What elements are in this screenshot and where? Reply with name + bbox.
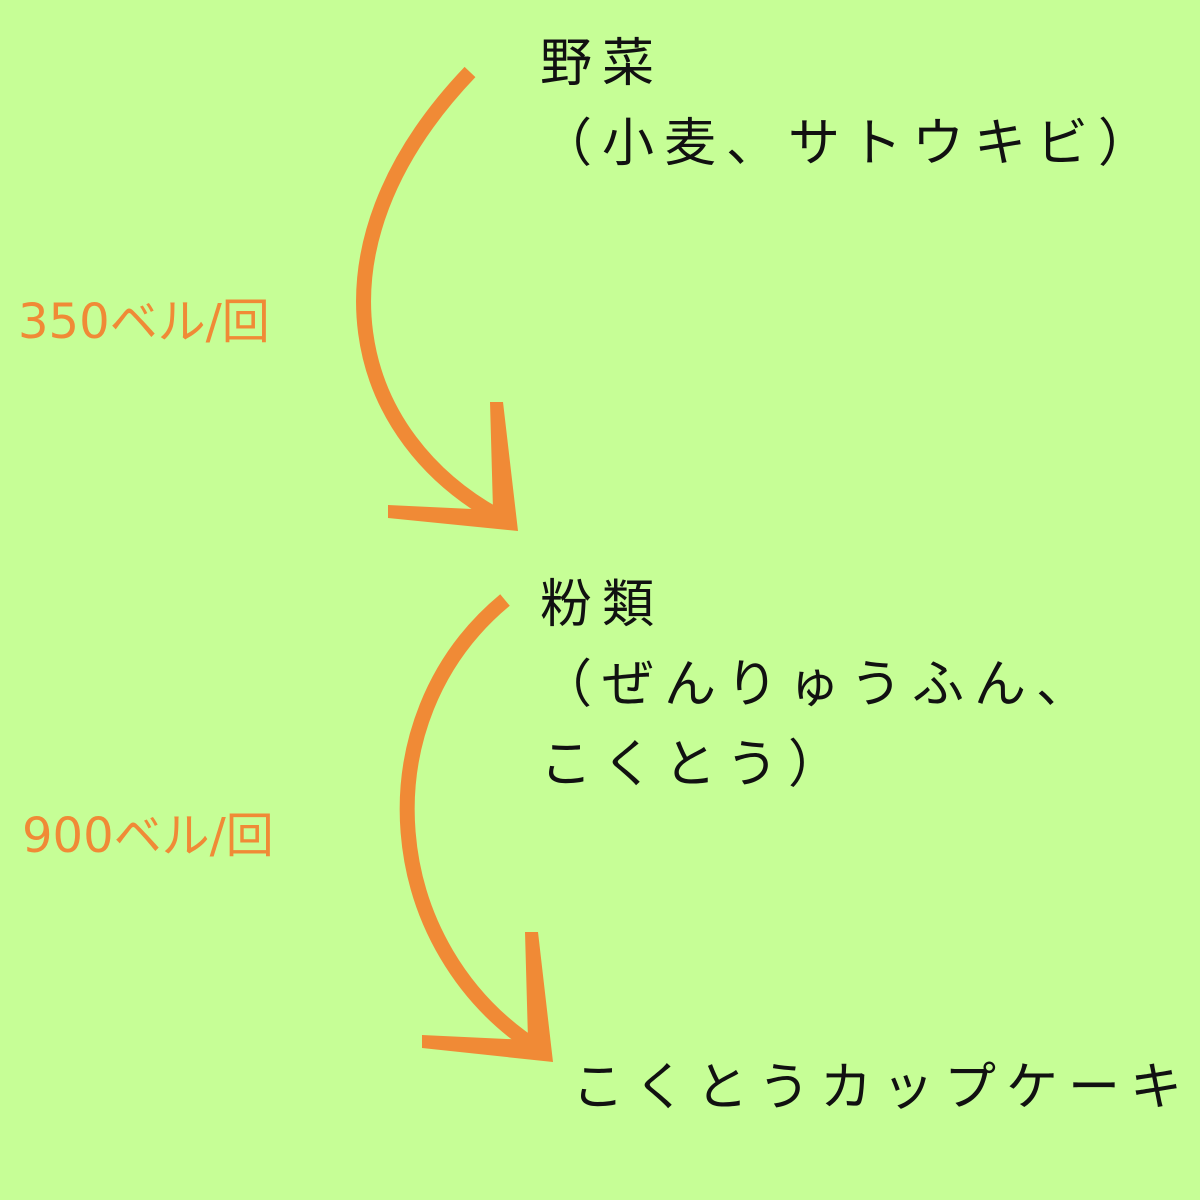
arrow-1-head-icon: [388, 402, 518, 531]
arrow-2-head-icon: [422, 932, 553, 1062]
arrow-1: [356, 66, 518, 531]
node-product: こくとうカップケーキ: [572, 1048, 1192, 1128]
node-flours-title: 粉類: [540, 575, 665, 635]
node-product-title: こくとうカップケーキ: [572, 1058, 1193, 1118]
node-vegetables: 野菜 （小麦、サトウキビ）: [540, 24, 1160, 184]
node-flours-detail-line-2: こくとう）: [540, 735, 851, 795]
node-flours: 粉類 （ぜんりゅうふん、 こくとう）: [540, 565, 1098, 805]
edge-2-cost-label: 900ベル/回: [22, 808, 274, 864]
arrow-2: [399, 594, 553, 1062]
arrow-1-curve: [356, 66, 509, 527]
node-flours-detail-line-1: （ぜんりゅうふん、: [540, 655, 1099, 715]
arrow-2-curve: [399, 594, 544, 1057]
node-vegetables-detail: （小麦、サトウキビ）: [540, 114, 1161, 174]
edge-1-cost-label: 350ベル/回: [18, 294, 270, 350]
node-vegetables-title: 野菜: [540, 34, 665, 94]
